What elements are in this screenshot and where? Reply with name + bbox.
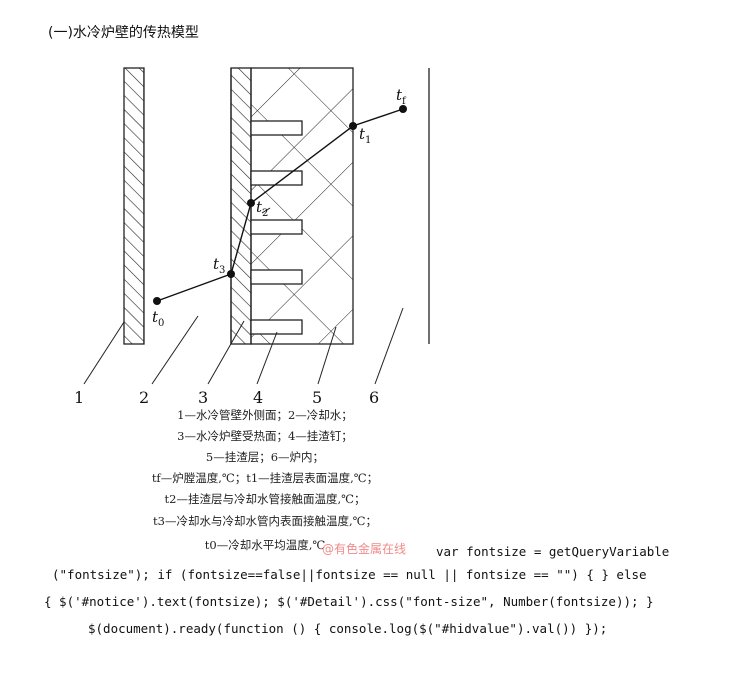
slag-stud (250, 269, 303, 285)
point-t3 (227, 270, 235, 278)
point-t1 (349, 122, 357, 130)
caption-line: 5—挂渣层；6—炉内； (205, 450, 325, 464)
tube-outer-wall (123, 67, 145, 345)
slag-stud (250, 120, 303, 136)
caption-line: 3—水冷炉壁受热面；4—挂渣钉； (177, 429, 353, 443)
watermark: @有色金属在线 (322, 542, 407, 556)
label-t1: t1 (359, 125, 371, 146)
point-t0 (153, 297, 161, 305)
region-number-6: 6 (369, 388, 379, 407)
caption-line: tf—炉膛温度,℃；t1—挂渣层表面温度,℃； (151, 471, 379, 485)
caption-line: 1—水冷管壁外侧面；2—冷却水； (177, 408, 353, 422)
code-line: ("fontsize"); if (fontsize==false||fonts… (52, 567, 647, 582)
code-line: { $('#notice').text(fontsize); $('#Detai… (44, 594, 654, 609)
heated-surface-wall (230, 67, 252, 345)
page-title: (一)水冷炉壁的传热模型 (48, 25, 199, 41)
caption-line: t0—冷却水平均温度,℃ (204, 538, 326, 552)
slag-stud (250, 219, 303, 235)
region-number-3: 3 (198, 388, 208, 407)
region-number-2: 2 (139, 388, 149, 407)
caption-line: t2—挂渣层与冷却水管接触面温度,℃； (164, 492, 366, 506)
region-number-4: 4 (253, 388, 263, 407)
caption-line: t3—冷却水与冷却水管内表面接触温度,℃； (153, 514, 377, 528)
slag-layer (250, 67, 354, 345)
point-tf (399, 105, 407, 113)
code-line: $(document).ready(function () { console.… (88, 621, 608, 636)
region-leaders (83, 307, 404, 385)
slag-stud (250, 319, 303, 335)
region-number-5: 5 (312, 388, 322, 407)
label-tf: tf (396, 86, 407, 107)
code-line: var fontsize = getQueryVariable (436, 544, 670, 559)
temperature-points (153, 105, 407, 305)
point-t2 (247, 199, 255, 207)
region-number-1: 1 (74, 388, 84, 407)
